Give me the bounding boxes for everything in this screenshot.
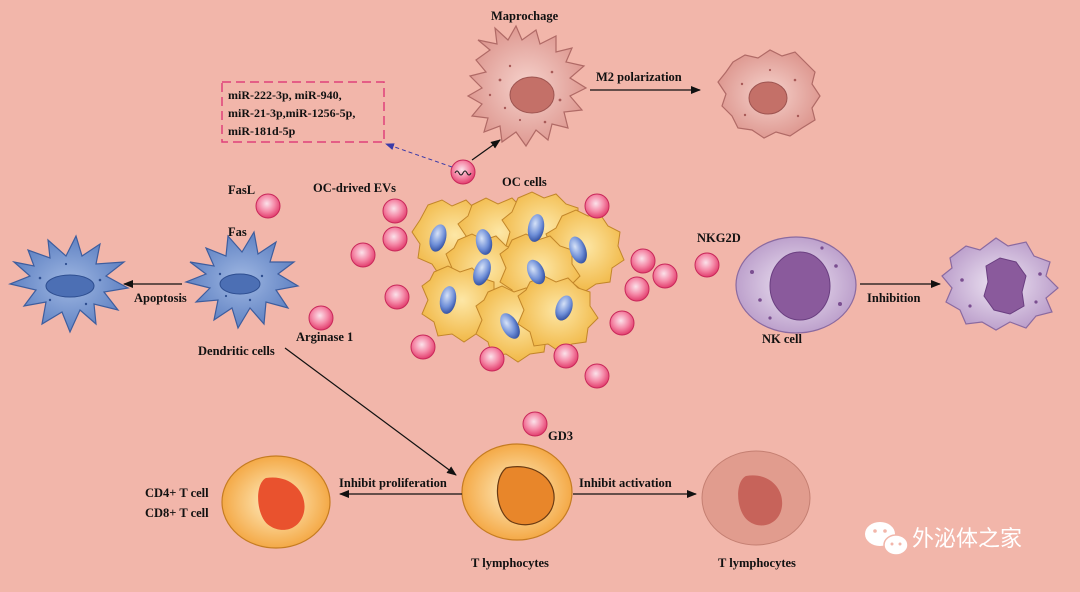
mirna-line-3: miR-181d-5p	[228, 124, 296, 138]
watermark: 外泌体之家	[865, 522, 1022, 556]
label-fas: Fas	[228, 225, 247, 239]
wechat-icon	[865, 522, 909, 556]
arrow-dc-to-t-cell	[284, 347, 457, 476]
watermark-text: 外泌体之家	[912, 527, 1022, 552]
oc-cells-cluster	[411, 191, 625, 363]
label-cd4: CD4+ T cell	[145, 486, 209, 500]
ev-with-mirna	[450, 159, 476, 185]
mirna-line-1: miR-222-3p, miR-940,	[228, 88, 342, 102]
inhibited-nk-cell	[941, 237, 1059, 331]
t-lymphocyte-center	[461, 443, 573, 541]
label-nk-cell: NK cell	[762, 332, 802, 346]
m2-macrophage-cell	[717, 49, 821, 139]
mirna-line-2: miR-21-3p,miR-1256-5p,	[228, 106, 355, 120]
mirna-box	[221, 81, 385, 143]
t-cell-cd4-cd8	[221, 455, 331, 549]
label-nkg2d: NKG2D	[697, 231, 741, 245]
t-lymphocyte-inactive	[701, 450, 811, 546]
label-t-lymphocytes-center: T lymphocytes	[471, 556, 549, 570]
label-gd3: GD3	[548, 429, 573, 443]
apoptotic-dendritic-cell	[7, 234, 130, 334]
label-m2-polarization: M2 polarization	[596, 70, 682, 84]
arrow-ev-to-mirna	[385, 143, 453, 168]
label-t-lymphocytes-right: T lymphocytes	[718, 556, 796, 570]
label-apoptosis: Apoptosis	[134, 291, 187, 305]
label-dendritic-cells: Dendritic cells	[198, 344, 275, 358]
macrophage-cell	[466, 24, 588, 148]
arrow-ev-to-macrophage	[471, 139, 501, 161]
nk-cell	[735, 236, 857, 334]
label-cd8: CD8+ T cell	[145, 506, 209, 520]
label-oc-evs: OC-drived EVs	[313, 181, 396, 195]
dendritic-cell	[184, 230, 300, 330]
label-inhibition: Inhibition	[867, 291, 921, 305]
label-macrophage: Maprochage	[491, 9, 559, 23]
label-fasl: FasL	[228, 183, 255, 197]
label-oc-cells: OC cells	[502, 175, 547, 189]
label-inhibit-activation: Inhibit activation	[579, 476, 672, 490]
label-arginase: Arginase 1	[296, 330, 353, 344]
label-inhibit-proliferation: Inhibit proliferation	[339, 476, 447, 490]
